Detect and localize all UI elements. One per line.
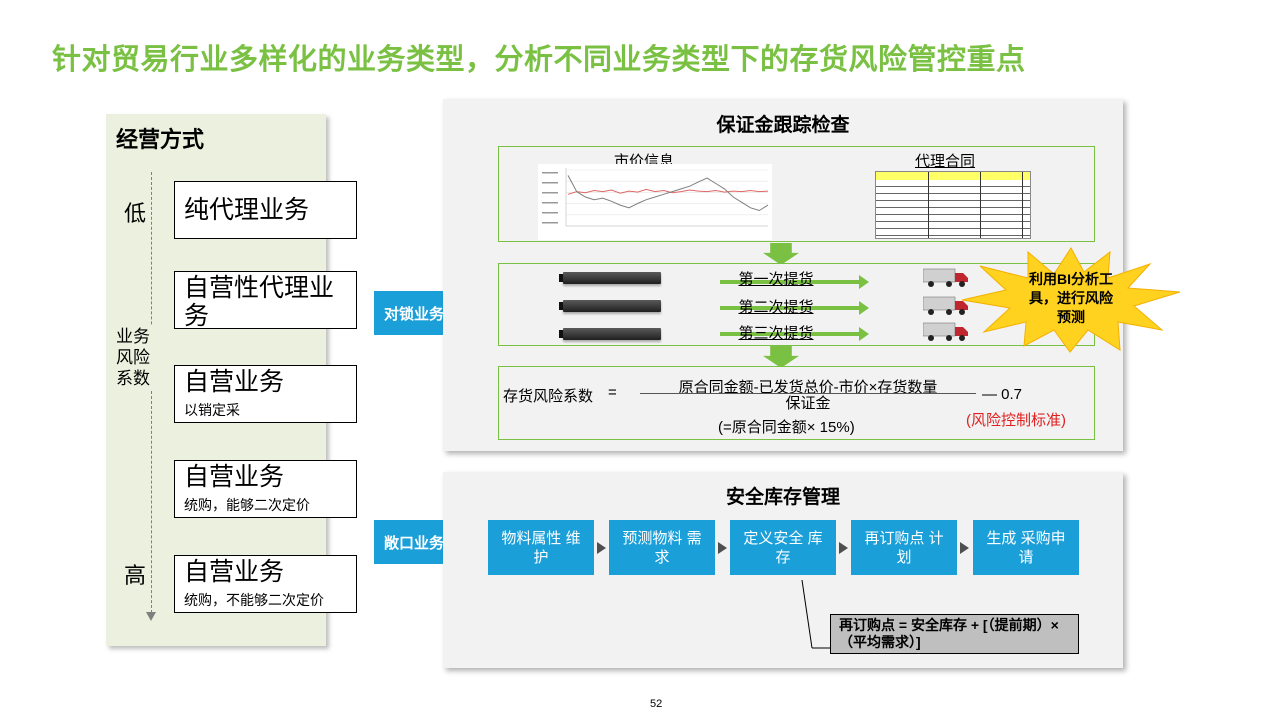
warehouse-icon	[559, 272, 661, 284]
mode-main-label: 自营业务	[184, 463, 285, 491]
mode-sub-label: 以销定采	[184, 402, 240, 418]
margin-tracking-title: 保证金跟踪检查	[716, 115, 850, 136]
step-arrow-icon	[839, 542, 848, 554]
shipment-arrow	[720, 327, 869, 341]
warehouse-icon	[559, 328, 661, 340]
step-purchase-request: 生成 采购申请	[973, 520, 1079, 575]
risk-low-label: 低	[124, 196, 147, 228]
shipment-arrow	[720, 301, 869, 315]
formula-note: (=原合同金额× 15%)	[718, 419, 855, 436]
mode-main-label: 自营性代理业务	[184, 274, 335, 330]
shipment-label-3: 第三次提货	[738, 325, 814, 342]
risk-threshold: — 0.7	[982, 386, 1023, 403]
step-arrow-icon	[960, 542, 969, 554]
risk-axis-arrow-icon	[146, 612, 156, 621]
starburst-icon	[961, 247, 1181, 353]
mode-sub-label: 统购，能够二次定价	[184, 497, 310, 513]
step-reorder-plan: 再订购点 计划	[851, 520, 957, 575]
step-arrow-icon	[718, 542, 727, 554]
risk-high-label: 高	[124, 558, 147, 590]
step-material-master: 物料属性 维护	[488, 520, 594, 575]
chart-background	[538, 164, 772, 240]
callout-connector	[801, 579, 830, 649]
contract-table-thumbnail	[875, 171, 1031, 239]
safety-stock-title: 安全库存管理	[725, 487, 840, 508]
step-arrow-icon	[597, 542, 606, 554]
mode-box-self-agency: 自营性代理业务	[174, 271, 357, 330]
truck-icon	[923, 268, 968, 287]
formula-numerator: 原合同金额-已发货总价-市价×存货数量	[678, 379, 938, 396]
chart-tick-marks	[542, 172, 558, 224]
risk-coefficient-label: 存货风险系数	[503, 388, 594, 405]
chart-series-line	[567, 175, 769, 212]
chart-series-line	[567, 188, 769, 195]
step-define-safety-stock: 定义安全 库存	[730, 520, 836, 575]
page-title: 针对贸易行业多样化的业务类型，分析不同业务类型下的存货风险管控重点	[52, 44, 1026, 76]
risk-axis-label: 业务风险系数	[116, 326, 156, 389]
mode-main-label: 纯代理业务	[184, 196, 310, 224]
equals-sign: =	[608, 384, 617, 401]
step-demand-forecast: 预测物料 需求	[609, 520, 715, 575]
risk-standard-label: (风险控制标准)	[966, 412, 1066, 429]
shipment-label-2: 第二次提货	[738, 299, 814, 316]
risk-formula-box	[498, 366, 1095, 440]
mode-sub-label: 统购，不能够二次定价	[184, 592, 324, 608]
mode-box-self-no-repricing: 自营业务 统购，不能够二次定价	[174, 555, 357, 613]
truck-icon	[923, 296, 968, 315]
truck-icon	[923, 322, 968, 341]
contract-label: 代理合同	[915, 153, 976, 170]
warehouse-icon	[559, 300, 661, 312]
fraction-bar	[640, 393, 976, 394]
risk-axis-line	[151, 172, 152, 618]
business-mode-heading: 经营方式	[116, 127, 205, 152]
shipment-arrow	[720, 275, 869, 289]
shipment-label-1: 第一次提货	[738, 271, 814, 288]
mode-box-agency: 纯代理业务	[174, 181, 357, 239]
mode-main-label: 自营业务	[184, 368, 285, 396]
page-number: 52	[650, 698, 663, 710]
mode-main-label: 自营业务	[184, 558, 285, 586]
bi-analysis-callout: 利用BI分析工具，进行风险预测	[1029, 271, 1113, 325]
formula-denominator: 保证金	[785, 395, 831, 412]
mode-box-self-repricing: 自营业务 统购，能够二次定价	[174, 460, 357, 518]
market-price-chart	[538, 164, 772, 240]
reorder-point-formula: 再订购点 = 安全库存 + [（提前期）×（平均需求）]	[830, 614, 1079, 654]
mode-box-self-sales: 自营业务 以销定采	[174, 365, 357, 423]
